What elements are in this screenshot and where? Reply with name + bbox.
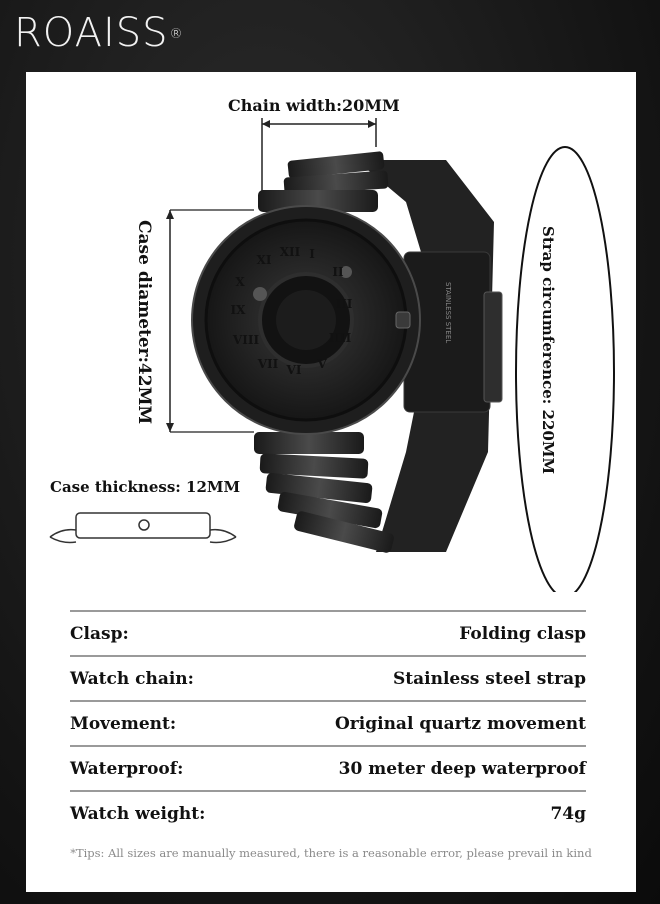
spec-row-watch-chain: Watch chain: Stainless steel strap bbox=[70, 655, 586, 700]
chain-width-label: Chain width:20MM bbox=[228, 96, 400, 115]
spec-value: Stainless steel strap bbox=[392, 668, 586, 689]
numeral-7: VII bbox=[257, 357, 279, 371]
measurement-tip: *Tips: All sizes are manually measured, … bbox=[70, 846, 592, 860]
spec-row-watch-weight: Watch weight: 74g bbox=[70, 790, 586, 835]
spec-row-movement: Movement: Original quartz movement bbox=[70, 700, 586, 745]
watch-case bbox=[191, 205, 421, 435]
spec-key: Watch weight: bbox=[70, 803, 206, 824]
product-panel: Chain width:20MM Case diameter:42MM Stra… bbox=[26, 72, 636, 892]
numeral-1: I bbox=[309, 247, 315, 261]
strap-bottom bbox=[254, 432, 394, 553]
spec-value: 30 meter deep waterproof bbox=[338, 758, 586, 779]
numeral-4: IIII bbox=[329, 331, 352, 345]
spec-key: Clasp: bbox=[70, 623, 129, 644]
case-thickness-label: Case thickness: 12MM bbox=[50, 478, 241, 496]
spec-value: 74g bbox=[550, 803, 586, 824]
numeral-10: X bbox=[235, 275, 245, 289]
spec-key: Waterproof: bbox=[70, 758, 184, 779]
brand-name: ROAISS bbox=[14, 10, 169, 56]
registered-mark: ® bbox=[169, 27, 184, 42]
numeral-8: VIII bbox=[232, 333, 260, 347]
spec-value: Folding clasp bbox=[459, 623, 586, 644]
numeral-12: XII bbox=[280, 245, 301, 259]
numeral-2: II bbox=[332, 265, 344, 279]
numeral-9: IX bbox=[231, 303, 247, 317]
dial-numerals: XII I II III IIII V VI VII VIII IX X XI bbox=[231, 245, 353, 377]
watch-illustration: STAINLESS STEEL bbox=[191, 151, 503, 553]
spec-row-waterproof: Waterproof: 30 meter deep waterproof bbox=[70, 745, 586, 790]
strap-engraving: STAINLESS STEEL bbox=[444, 282, 452, 343]
brand-logo: ROAISS® bbox=[14, 10, 184, 56]
strap-back: STAINLESS STEEL bbox=[356, 160, 503, 552]
numeral-6: VI bbox=[286, 363, 302, 377]
numeral-5: V bbox=[316, 357, 327, 371]
strap-top bbox=[258, 151, 389, 212]
numeral-11: XI bbox=[257, 253, 272, 267]
spec-row-clasp: Clasp: Folding clasp bbox=[70, 610, 586, 655]
case-diameter-label: Case diameter:42MM bbox=[134, 220, 154, 425]
spec-key: Movement: bbox=[70, 713, 177, 734]
spec-value: Original quartz movement bbox=[335, 713, 586, 734]
numeral-3: III bbox=[336, 297, 353, 311]
spec-table: Clasp: Folding clasp Watch chain: Stainl… bbox=[70, 610, 586, 835]
spec-key: Watch chain: bbox=[70, 668, 194, 689]
strap-circumference-label: Strap circumference: 220MM bbox=[539, 226, 557, 475]
